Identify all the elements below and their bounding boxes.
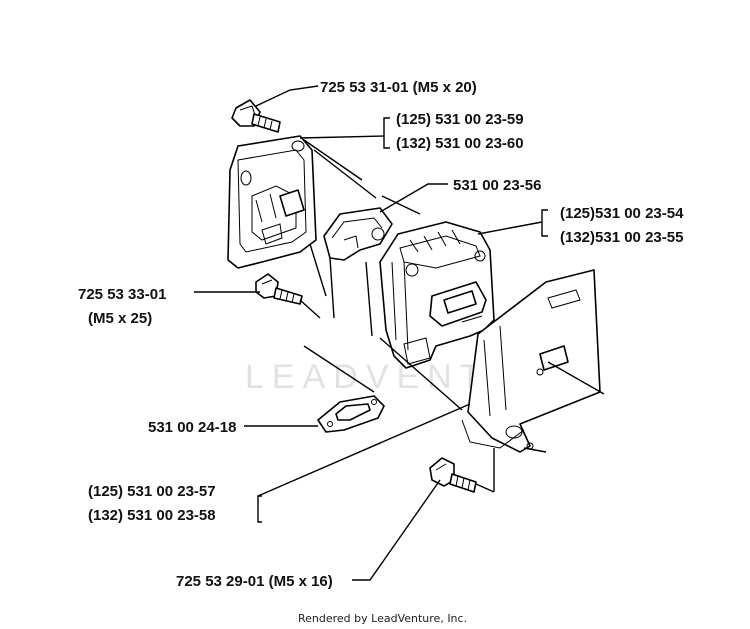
label-cover-125: (125) 531 00 23-59 <box>396 111 524 128</box>
gasket <box>317 395 385 433</box>
footer-credit: Rendered by LeadVenture, Inc. <box>298 612 467 625</box>
deflector-plate <box>461 269 601 453</box>
bottom-screw <box>429 457 477 493</box>
label-left-screw-size: (M5 x 25) <box>88 310 152 327</box>
label-plate-125: (125) 531 00 23-57 <box>88 483 216 500</box>
muffler-cover <box>227 135 317 269</box>
assembly-lines <box>299 139 605 493</box>
label-spacer: 531 00 23-56 <box>453 177 541 194</box>
label-muffler-125: (125)531 00 23-54 <box>560 205 684 222</box>
spacer <box>323 207 393 261</box>
label-left-screw-number: 725 53 33-01 <box>78 286 166 303</box>
label-top-screw: 725 53 31-01 (M5 x 20) <box>320 79 477 96</box>
top-screw <box>231 99 281 133</box>
label-bottom-screw: 725 53 29-01 (M5 x 16) <box>176 573 333 590</box>
leader-lines <box>194 85 548 581</box>
part-labels: 725 53 31-01 (M5 x 20) (125) 531 00 23-5… <box>78 79 684 590</box>
label-plate-132: (132) 531 00 23-58 <box>88 507 216 524</box>
left-screw <box>255 273 303 305</box>
label-muffler-132: (132)531 00 23-55 <box>560 229 683 246</box>
label-cover-132: (132) 531 00 23-60 <box>396 135 524 152</box>
label-gasket: 531 00 24-18 <box>148 419 236 436</box>
muffler-body <box>379 221 495 369</box>
